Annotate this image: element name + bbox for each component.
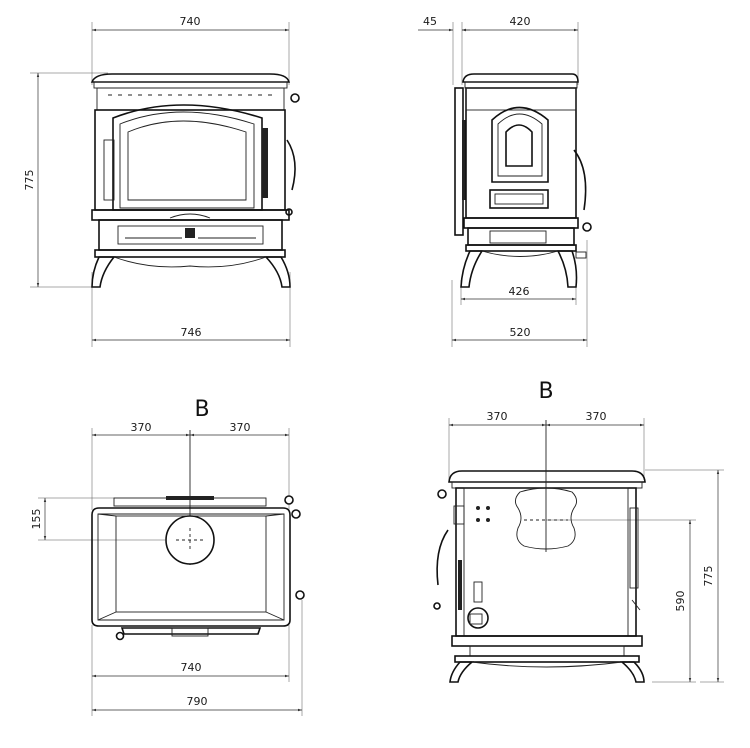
rear-view: B 370 370 590 775	[433, 379, 724, 683]
top-stove-drawing	[91, 430, 305, 641]
side-depth-legs-dimension: 426	[460, 280, 577, 305]
side-depth-legs-label: 426	[509, 285, 530, 298]
top-width-body-dimension: 740	[91, 625, 290, 682]
side-panel-offset-dimension: 45	[418, 15, 470, 85]
top-view: B 370 370 155 740 790	[30, 397, 305, 716]
rear-height-label: 775	[702, 566, 715, 587]
rear-half-dimensions: 370 370	[448, 410, 645, 480]
top-right-half-label: 370	[230, 421, 251, 434]
top-width-body-label: 740	[181, 661, 202, 674]
side-view: 45 420 426 520	[418, 15, 592, 347]
front-width-top-dimension: 740	[91, 15, 290, 85]
top-width-total-dimension: 790	[91, 600, 303, 716]
front-width-top-label: 740	[180, 15, 201, 28]
side-depth-total-label: 520	[510, 326, 531, 339]
rear-height-dimension: 775	[645, 469, 724, 683]
side-depth-total-dimension: 520	[451, 240, 588, 347]
front-stove-drawing	[90, 73, 300, 288]
front-height-dimension: 775	[23, 72, 108, 288]
top-flue-offset-label: 155	[30, 509, 43, 530]
front-width-base-dimension: 746	[91, 272, 291, 347]
rear-stove-drawing	[433, 420, 646, 683]
top-section-label: B	[194, 397, 209, 422]
top-flue-offset-dimension: 155	[30, 497, 165, 541]
front-width-base-label: 746	[181, 326, 202, 339]
top-half-dimensions: 370 370	[91, 421, 290, 510]
rear-right-half-label: 370	[586, 410, 607, 423]
rear-flue-height-dimension: 590	[546, 519, 696, 683]
side-depth-top-label: 420	[510, 15, 531, 28]
side-depth-top-dimension: 420	[462, 15, 579, 85]
front-view: 740 775 746	[23, 15, 300, 347]
side-panel-offset-label: 45	[423, 15, 437, 28]
top-width-total-label: 790	[187, 695, 208, 708]
rear-left-half-label: 370	[487, 410, 508, 423]
side-stove-drawing	[454, 73, 592, 288]
rear-section-label: B	[538, 379, 553, 404]
front-height-label: 775	[23, 170, 36, 191]
rear-flue-height-label: 590	[674, 591, 687, 612]
top-left-half-label: 370	[131, 421, 152, 434]
